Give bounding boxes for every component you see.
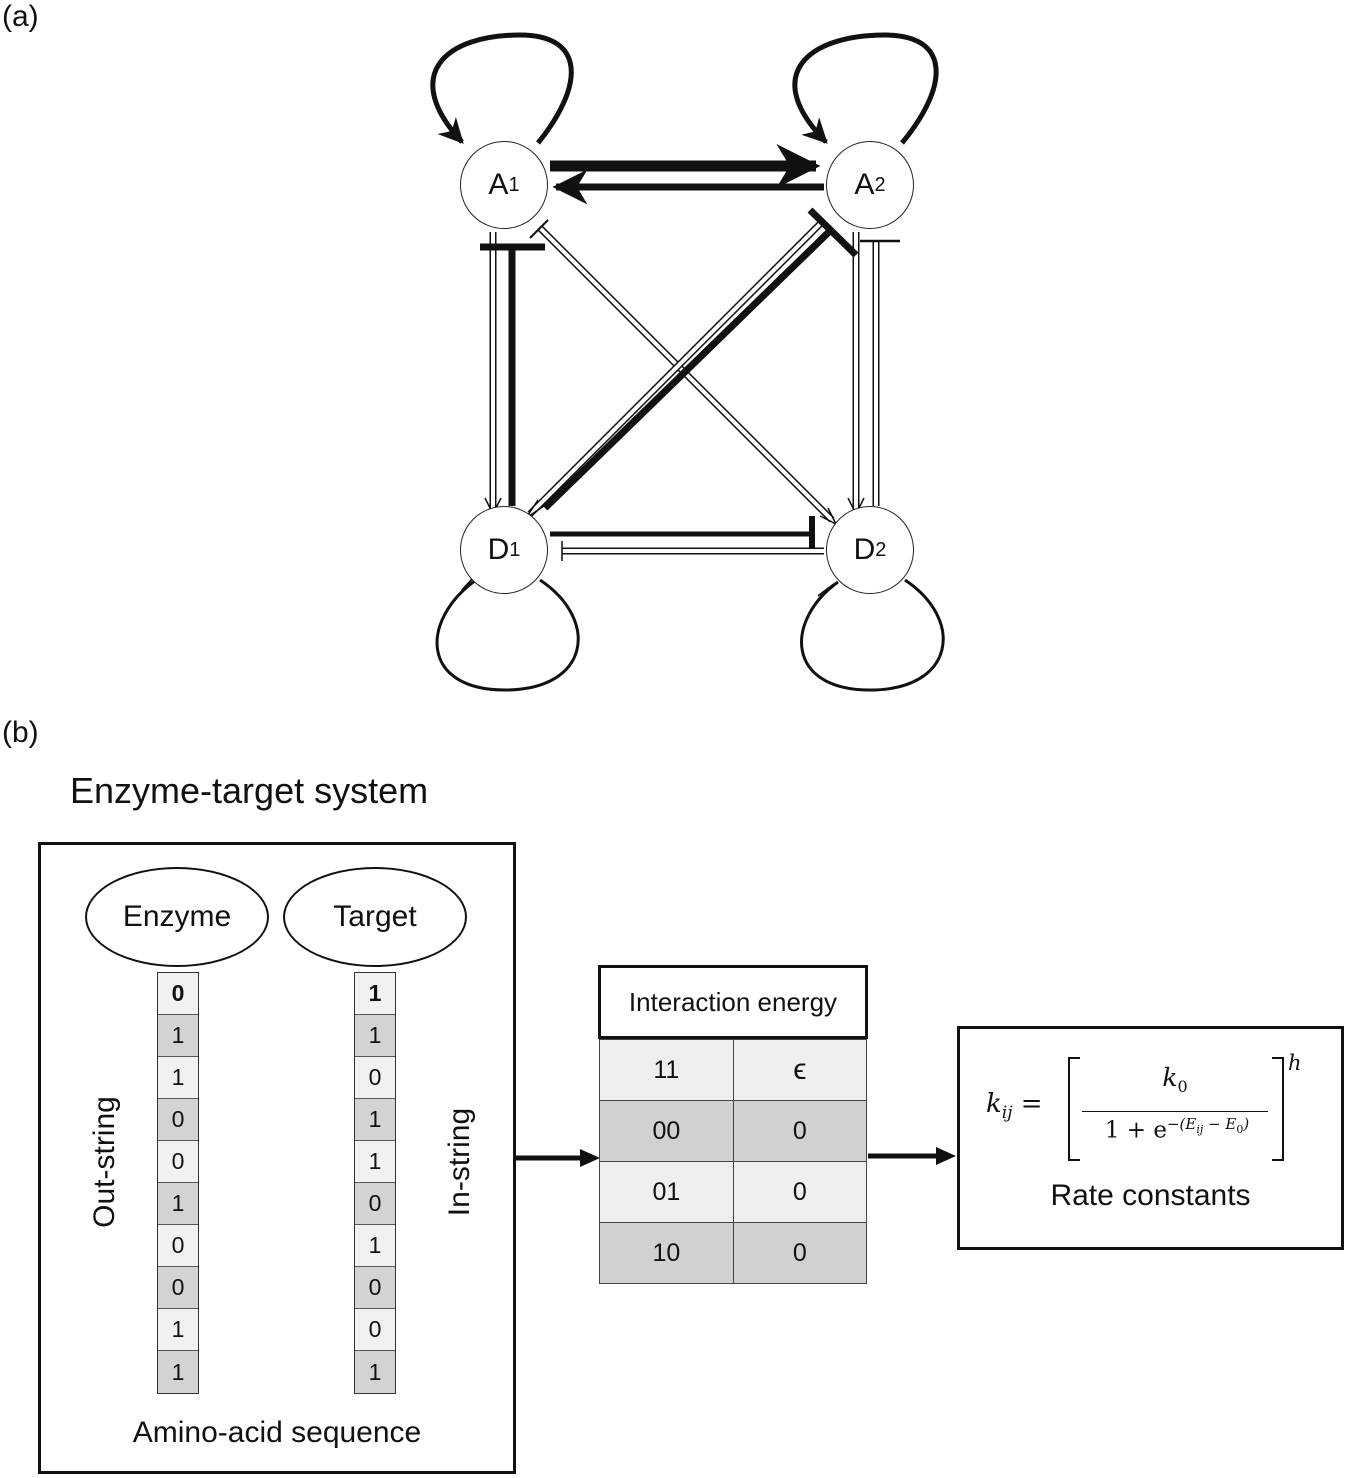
- loop-a1: [430, 32, 574, 145]
- edge-a2-d2: [847, 232, 865, 516]
- in-string-bit: 0: [355, 1309, 395, 1351]
- network-diagram: [430, 32, 945, 692]
- edge-a2-d1: [525, 221, 823, 519]
- target-oval: Target: [283, 867, 467, 967]
- energy-value: 0: [732, 1161, 868, 1223]
- in-string-bit: 1: [355, 1015, 395, 1057]
- energy-value: ϵ: [732, 1039, 868, 1101]
- bar-loop-d2: [817, 583, 835, 597]
- amino-acid-label: Amino-acid sequence: [132, 1416, 422, 1449]
- enzyme-oval: Enzyme: [85, 867, 269, 967]
- rate-lhs: kij =: [986, 1089, 1043, 1124]
- panel-a-label: (a): [2, 0, 39, 33]
- loop-d2: [800, 578, 945, 692]
- out-string-bit: 1: [158, 1309, 198, 1351]
- loop-a2: [792, 32, 939, 145]
- out-string-bit: 0: [158, 1099, 198, 1141]
- out-string-bit: 0: [158, 1141, 198, 1183]
- bar-d1-a2: [807, 207, 859, 258]
- panel-b-label: (b): [2, 716, 39, 749]
- loop-d1: [435, 578, 580, 692]
- rate-denominator: 1 + e−(Eij − E0): [1104, 1115, 1250, 1144]
- rate-power: h: [1288, 1051, 1302, 1075]
- rate-constants-caption: Rate constants: [1050, 1179, 1251, 1212]
- out-string-bit: 0: [158, 973, 198, 1015]
- in-string-bit: 1: [355, 1351, 395, 1393]
- edge-d1-a2: [542, 225, 836, 511]
- rate-numerator: k0: [1162, 1063, 1188, 1096]
- system-title: Enzyme-target system: [70, 770, 429, 811]
- out-string-bit: 0: [158, 1267, 198, 1309]
- energy-table-title: Interaction energy: [598, 965, 868, 1039]
- energy-pair: 11: [599, 1039, 734, 1101]
- energy-pair: 10: [599, 1222, 734, 1284]
- energy-pair: 01: [599, 1161, 734, 1223]
- energy-pair: 00: [599, 1100, 734, 1162]
- bar-d2-a1: [529, 219, 549, 239]
- in-string-bit: 0: [355, 1057, 395, 1099]
- in-string-bit: 1: [355, 1225, 395, 1267]
- enzyme-target-box: [38, 842, 516, 1474]
- in-string-bit: 1: [355, 1141, 395, 1183]
- in-string-bit: 0: [355, 1183, 395, 1225]
- rate-constants-box: kij = h k0 1 + e−(Eij − E0) Rate constan…: [957, 1026, 1344, 1250]
- energy-value: 0: [732, 1100, 868, 1162]
- left-bracket: [1068, 1057, 1080, 1161]
- out-string-bit: 1: [158, 1057, 198, 1099]
- edge-d2-d1: [561, 541, 824, 561]
- out-string-bit: 0: [158, 1225, 198, 1267]
- edge-a1-d1: [484, 232, 502, 516]
- out-string-bit: 1: [158, 1351, 198, 1393]
- flow-arrows: [516, 1147, 956, 1167]
- out-string-bit: 1: [158, 1183, 198, 1225]
- fraction-line: [1082, 1111, 1268, 1112]
- energy-value: 0: [732, 1222, 868, 1284]
- edge-d2-a2: [860, 239, 900, 506]
- in-string-bit: 1: [355, 973, 395, 1015]
- in-string-bit: 1: [355, 1099, 395, 1141]
- right-bracket: [1272, 1057, 1284, 1161]
- in-string-bit: 0: [355, 1267, 395, 1309]
- out-string-bit: 1: [158, 1015, 198, 1057]
